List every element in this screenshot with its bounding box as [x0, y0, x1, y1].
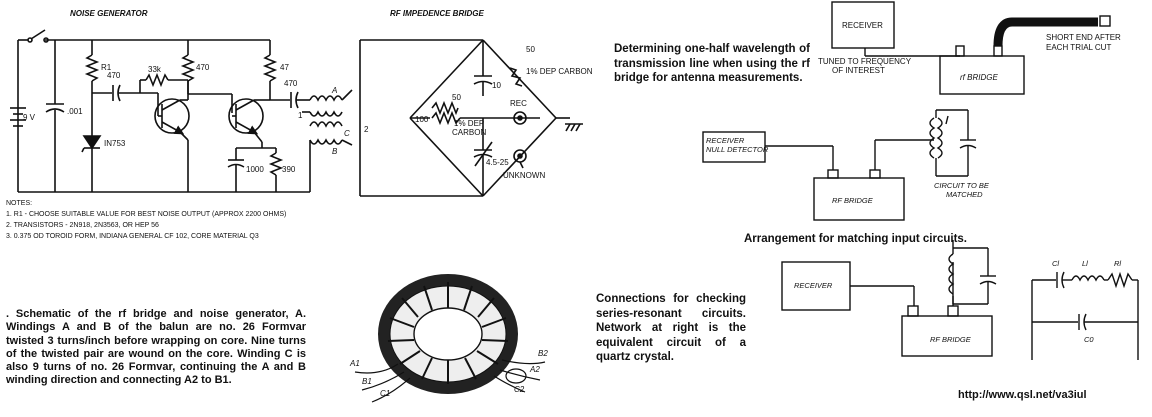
eq-l1: Ll — [1082, 259, 1088, 268]
terminal-1-label: 1 — [298, 111, 303, 120]
battery-label: 9 V — [23, 113, 36, 122]
rf-bridge-circuit — [359, 39, 583, 197]
note-3: 3. 0.375 OD TOROID FORM, INDIANA GENERAL… — [6, 233, 259, 240]
c10-label: 10 — [492, 81, 501, 90]
noise-generator-circuit — [10, 29, 353, 193]
cvar-label: 4.5-25 — [486, 158, 509, 167]
r33k-label: 33k — [148, 65, 162, 74]
notes-block: NOTES: 1. R1 - CHOOSE SUITABLE VALUE FOR… — [6, 200, 286, 240]
d3-rf-bridge: RF BRIDGE — [930, 335, 972, 344]
matching-circuit-diagram — [702, 109, 977, 221]
r390-label: 390 — [282, 165, 296, 174]
r470-label: 470 — [196, 63, 210, 72]
noise-generator-title: NOISE GENERATOR — [70, 9, 148, 18]
toroid-b1: B1 — [362, 377, 372, 386]
schematic-caption: . Schematic of the rf bridge and noise g… — [6, 308, 306, 387]
toroid-a1: A1 — [349, 359, 360, 368]
r50-top-desc: 1% DEP CARBON — [526, 67, 593, 76]
r50-mid-label: 50 — [452, 93, 461, 102]
note-2: 2. TRANSISTORS - 2N918, 2N3563, OR HEP 5… — [6, 222, 159, 229]
series-resonant-caption: Connections for checking series-resonant… — [596, 293, 746, 363]
d2-receiver-line1: RECEIVER — [706, 136, 745, 145]
winding-a-label: A — [331, 86, 337, 95]
toroid-illustration — [354, 274, 546, 403]
note-1: 1. R1 - CHOOSE SUITABLE VALUE FOR BEST N… — [6, 211, 286, 218]
winding-c-label: C — [344, 129, 350, 138]
d2-circuit-line1: CIRCUIT TO BE — [934, 181, 990, 190]
d2-receiver-line2: NULL DETECTOR — [706, 145, 769, 154]
d1-short-line1: SHORT END AFTER — [1046, 33, 1121, 42]
d1-tuned-line2: OF INTEREST — [832, 66, 885, 75]
series-resonant-diagram — [781, 240, 1139, 360]
eq-c1: Cl — [1052, 259, 1059, 268]
c1000-label: 1000 — [246, 165, 264, 174]
eq-r1: Rl — [1114, 259, 1121, 268]
winding-b-label: B — [332, 147, 338, 156]
d2-circuit-line2: MATCHED — [946, 190, 983, 199]
d3-receiver: RECEIVER — [794, 281, 833, 290]
transmission-line-caption: Determining one-half wavelength of trans… — [614, 43, 810, 84]
rec-label: REC — [510, 99, 527, 108]
unknown-label: UNKNOWN — [503, 171, 545, 180]
cap-001-label: .001 — [67, 107, 83, 116]
d1-rf-bridge: rf BRIDGE — [960, 73, 998, 82]
rf-bridge-title: RF IMPEDENCE BRIDGE — [390, 9, 484, 18]
r100-label: 100 — [415, 115, 429, 124]
r50-mid-desc1: 1% DEP — [454, 119, 484, 128]
r47-label: 47 — [280, 63, 289, 72]
r1-label: R1 — [101, 63, 112, 72]
c470b-label: 470 — [284, 79, 298, 88]
c470a-label: 470 — [107, 71, 121, 80]
toroid-c1: C1 — [380, 389, 390, 398]
source-url: http://www.qsl.net/va3iul — [958, 389, 1087, 401]
toroid-c2: C2 — [514, 385, 525, 394]
matching-caption: Arrangement for matching input circuits. — [744, 233, 967, 245]
transmission-line-diagram — [831, 1, 1111, 95]
notes-heading: NOTES: — [6, 200, 32, 207]
toroid-b2: B2 — [538, 349, 548, 358]
toroid-a2: A2 — [529, 365, 540, 374]
r50-top-label: 50 — [526, 45, 535, 54]
diode-label: IN753 — [104, 139, 126, 148]
d1-tuned-line1: TUNED TO FREQUENCY — [818, 57, 912, 66]
eq-c0: C0 — [1084, 335, 1094, 344]
d1-receiver: RECEIVER — [842, 21, 883, 30]
d1-short-line2: EACH TRIAL CUT — [1046, 43, 1111, 52]
d2-rf-bridge: RF BRIDGE — [832, 196, 874, 205]
terminal-2-label: 2 — [364, 125, 369, 134]
r50-mid-desc2: CARBON — [452, 128, 486, 137]
